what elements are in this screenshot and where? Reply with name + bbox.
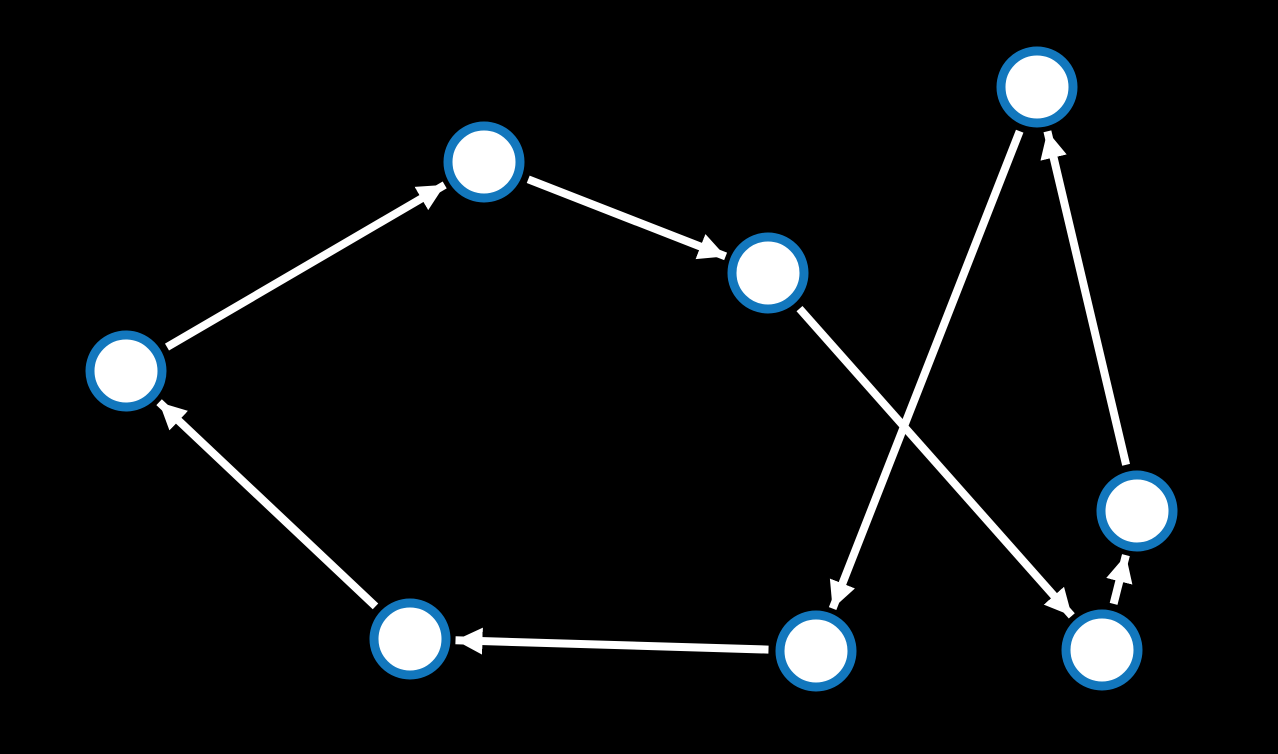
graph-node-bottom-left <box>369 598 451 680</box>
graph-node-right <box>1096 470 1178 552</box>
graph-edge-node-bottom-left-to-node-left <box>156 399 379 610</box>
graph-node-left <box>85 330 167 412</box>
graph-edge-node-upper-left-to-node-middle <box>526 175 728 261</box>
graph-node-top-right <box>996 46 1078 128</box>
graph-node-bottom-right <box>1061 609 1143 691</box>
graph-edge-node-middle-to-node-bottom-right <box>796 305 1075 619</box>
graph-node-upper-left <box>443 121 525 203</box>
graph-edge-node-top-right-to-node-bottom-middle <box>828 129 1024 611</box>
graph-edge-node-right-to-node-top-right <box>1040 130 1130 466</box>
graph-edge-node-bottom-middle-to-node-bottom-left <box>455 627 769 655</box>
graph-node-bottom-middle <box>775 610 857 692</box>
graph-edge-node-left-to-node-upper-left <box>164 181 447 351</box>
graph-node-middle <box>727 232 809 314</box>
graph-edge-node-bottom-right-to-node-right <box>1106 554 1133 605</box>
